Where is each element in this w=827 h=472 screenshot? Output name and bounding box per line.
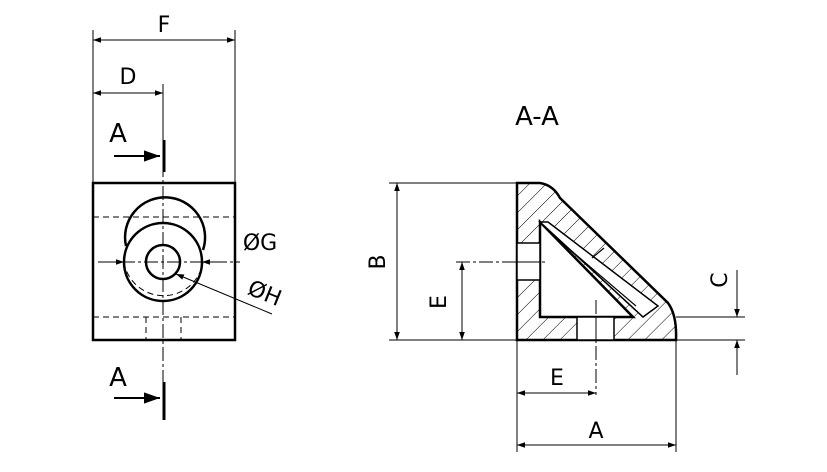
section-arrow-top: A (109, 119, 166, 172)
label-C: C (708, 272, 733, 287)
front-outline (91, 181, 237, 342)
dimension-B: B (366, 182, 517, 341)
label-E-vertical: E (427, 295, 452, 309)
label-H: ØH (244, 276, 285, 312)
section-arrow-bottom: A (109, 363, 166, 420)
label-G: ØG (243, 231, 277, 256)
section-rib (538, 221, 660, 318)
dimension-F: F (92, 13, 236, 183)
counterbore-arc (123, 196, 207, 251)
section-title: A-A (515, 102, 559, 132)
label-F: F (158, 13, 171, 38)
section-label-top: A (109, 119, 127, 149)
dimension-E-horizontal: E (516, 340, 596, 452)
dimension-E-vertical: E (427, 262, 465, 340)
section-label-bottom: A (109, 363, 127, 393)
section-center-lines (456, 261, 597, 395)
dimension-A: A (517, 340, 677, 452)
label-D: D (120, 65, 137, 90)
label-B: B (366, 254, 391, 269)
dimension-G: ØG (100, 231, 277, 265)
section-view: A-A B E (366, 102, 745, 452)
dimension-C: C (676, 270, 745, 375)
label-E-horizontal: E (550, 366, 564, 391)
label-A: A (588, 419, 603, 444)
dimension-H: ØH (175, 273, 285, 315)
dimension-D: D (93, 65, 164, 140)
front-view: F D A A ØG ØH (91, 13, 285, 420)
hidden-lines (93, 216, 235, 340)
